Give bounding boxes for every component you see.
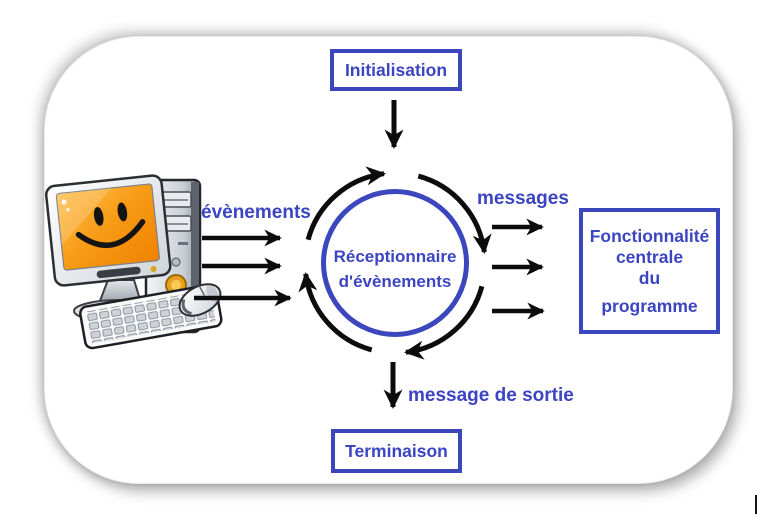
- exit-message-label: message de sortie: [408, 385, 574, 406]
- node-event-receiver: Réceptionnaire d'évènements: [321, 189, 469, 337]
- text-caret: [755, 495, 757, 514]
- node-core-functionality: Fonctionnalité centrale du programme: [579, 208, 720, 334]
- node-terminaison-label: Terminaison: [345, 440, 448, 461]
- node-initialisation: Initialisation: [330, 49, 462, 91]
- node-initialisation-label: Initialisation: [344, 59, 448, 80]
- node-event-receiver-label: Réceptionnaire d'évènements: [333, 247, 457, 291]
- node-terminaison: Terminaison: [331, 429, 462, 473]
- messages-label: messages: [477, 188, 569, 209]
- events-label: évènements: [201, 202, 311, 223]
